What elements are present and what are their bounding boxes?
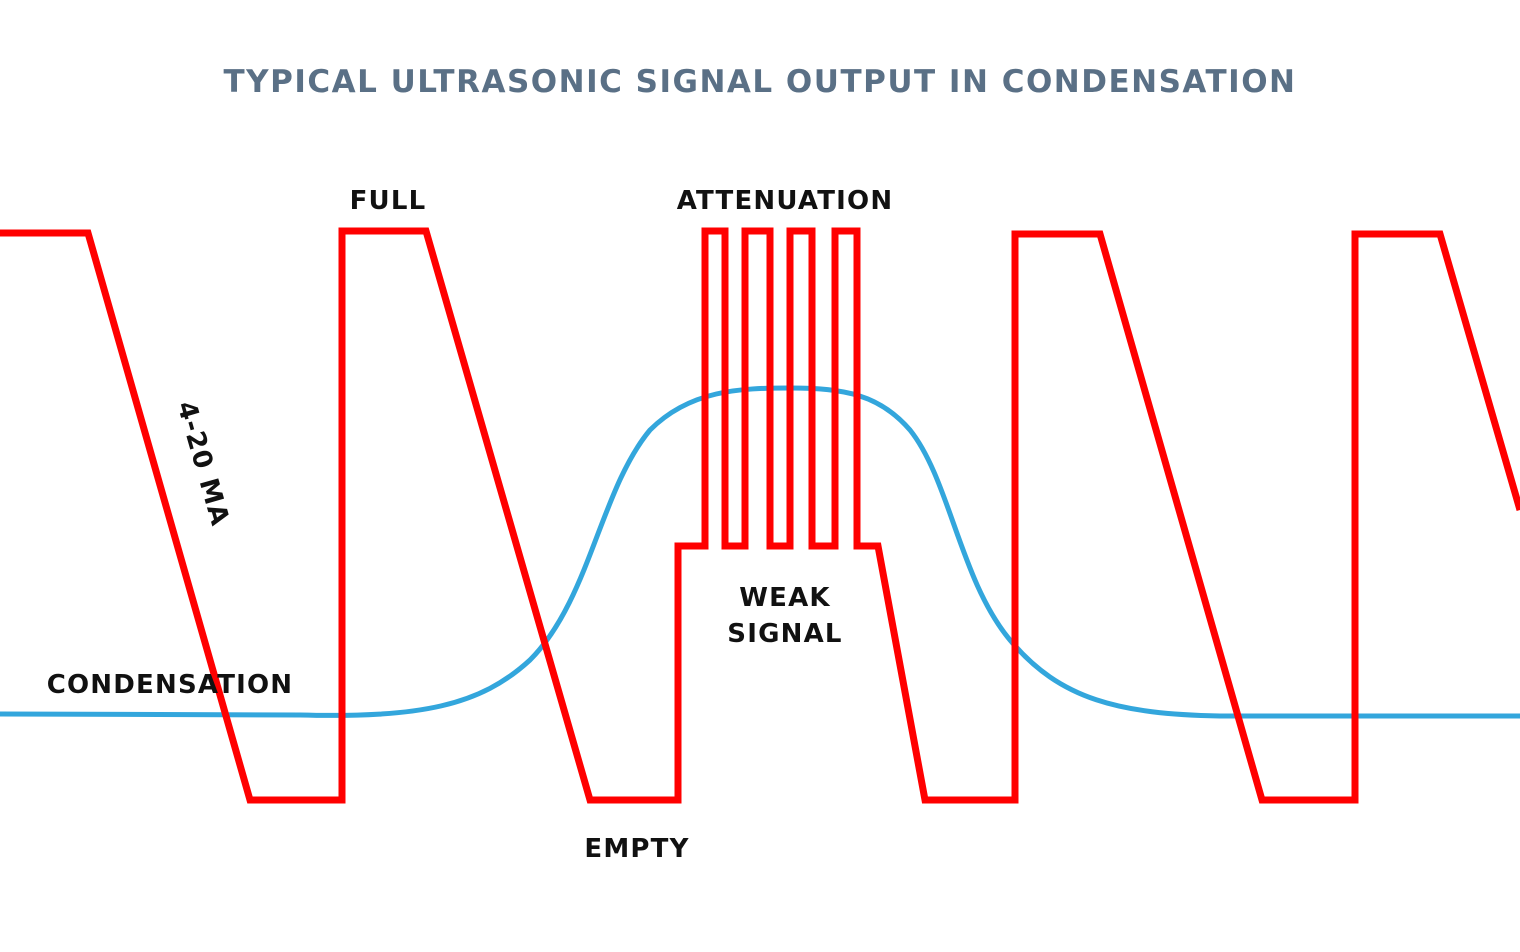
full-label: FULL [350, 186, 427, 216]
current-loop-label: 4-20 MA [171, 398, 235, 530]
attenuation-label: ATTENUATION [677, 186, 894, 216]
condensation-curve [0, 385, 1520, 719]
signal-output-line [0, 227, 1520, 804]
weak-signal-label-line1: WEAK [739, 583, 831, 613]
weak-signal-label-line2: SIGNAL [727, 619, 842, 649]
empty-label: EMPTY [584, 834, 689, 864]
diagram-title: TYPICAL ULTRASONIC SIGNAL OUTPUT IN COND… [224, 64, 1297, 100]
condensation-label: CONDENSATION [47, 670, 294, 700]
